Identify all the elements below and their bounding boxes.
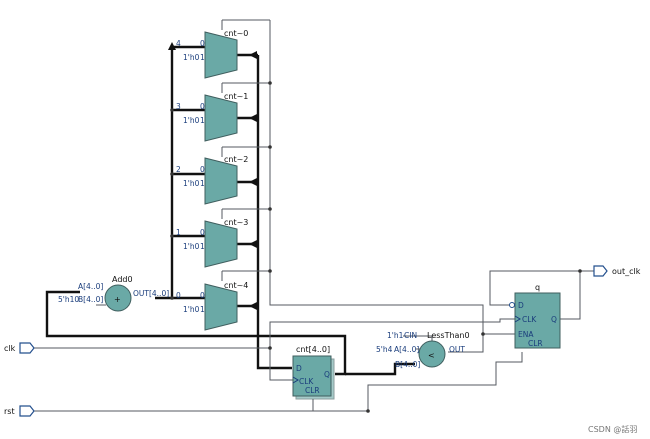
adder-name: Add0 (112, 275, 133, 284)
mux-name: cnt~1 (224, 92, 248, 101)
register-clk: CLK (299, 377, 314, 386)
comparator-cin: CIN (404, 331, 417, 340)
comparator-port-out: OUT (449, 345, 465, 354)
adder-const-b: 5'h10 (58, 295, 79, 304)
inverter-bubble-icon (509, 302, 515, 308)
register-name: cnt[4..0] (296, 345, 330, 354)
mux-cnt-1: cnt~1 3 0 1 1'h0 (176, 92, 248, 142)
adder-symbol: + (114, 295, 121, 304)
adder-port-out: OUT[4..0] (133, 289, 169, 298)
register-q: Q (324, 370, 330, 379)
mux-const: 1'h0 (183, 242, 200, 251)
mux-in1: 1 (200, 53, 205, 62)
mux-const: 1'h0 (183, 53, 200, 62)
mux-const: 1'h0 (183, 179, 200, 188)
qreg-q: Q (551, 315, 557, 324)
mux-name: cnt~0 (224, 29, 248, 38)
adder-port-b: B[4..0] (78, 295, 103, 304)
comparator-symbol: < (428, 351, 435, 360)
mux-in0: 0 (200, 39, 205, 48)
pin-clk: clk (4, 342, 35, 354)
mux-in0: 0 (200, 102, 205, 111)
mux-cnt-2: cnt~2 2 0 1 1'h0 (176, 155, 248, 205)
qreg-clk: CLK (522, 315, 537, 324)
adder-add0: Add0 + A[4..0] B[4..0] 5'h10 OUT[4..0] (58, 275, 169, 312)
comparator-lessthan0: LessThan0 < 1'h1 CIN 5'h4 A[4..0] B[4..0… (376, 331, 470, 369)
watermark: CSDN @話羽 (588, 424, 637, 434)
mux-cnt-0: cnt~0 4 0 1 1'h0 (176, 29, 248, 79)
pin-rst: rst (4, 405, 35, 417)
mux-in1: 1 (200, 242, 205, 251)
register-d: D (296, 364, 302, 373)
comparator-port-a: A[4..0] (394, 345, 419, 354)
pin-out-clk-label: out_clk (612, 267, 641, 276)
pin-rst-label: rst (4, 407, 15, 416)
comparator-cin-const: 1'h1 (387, 331, 404, 340)
mux-sel-bit: 3 (176, 102, 181, 111)
comparator-a-const: 5'h4 (376, 345, 393, 354)
mux-sel-bit: 4 (176, 39, 181, 48)
bus-network (45, 45, 415, 376)
mux-in0: 0 (200, 291, 205, 300)
qreg-clr: CLR (528, 339, 543, 348)
mux-const: 1'h0 (183, 305, 200, 314)
junction-dots (170, 81, 582, 413)
comparator-name: LessThan0 (427, 331, 470, 340)
comparator-port-b: B[4..0] (395, 360, 420, 369)
mux-arrow-icons (168, 42, 257, 310)
register-q: q D CLK ENA CLR Q (509, 283, 561, 349)
register-cnt: cnt[4..0] D CLK CLR Q (292, 345, 335, 400)
qreg-name: q (535, 283, 540, 292)
mux-sel-bit: 0 (176, 291, 181, 300)
mux-in1: 1 (200, 305, 205, 314)
mux-name: cnt~2 (224, 155, 248, 164)
mux-in0: 0 (200, 165, 205, 174)
qreg-ena: ENA (518, 330, 534, 339)
pin-out-clk: out_clk (593, 265, 641, 277)
mux-in0: 0 (200, 228, 205, 237)
adder-port-a: A[4..0] (78, 282, 103, 291)
mux-in1: 1 (200, 116, 205, 125)
mux-name: cnt~3 (224, 218, 248, 227)
mux-sel-bit: 1 (176, 228, 181, 237)
mux-cnt-4: cnt~4 0 0 1 1'h0 (176, 281, 248, 331)
mux-name: cnt~4 (224, 281, 248, 290)
mux-sel-bit: 2 (176, 165, 181, 174)
mux-const: 1'h0 (183, 116, 200, 125)
qreg-d: D (518, 301, 524, 310)
register-clr: CLR (305, 386, 320, 395)
pin-clk-label: clk (4, 344, 16, 353)
mux-cnt-3: cnt~3 1 0 1 1'h0 (176, 218, 248, 268)
mux-in1: 1 (200, 179, 205, 188)
